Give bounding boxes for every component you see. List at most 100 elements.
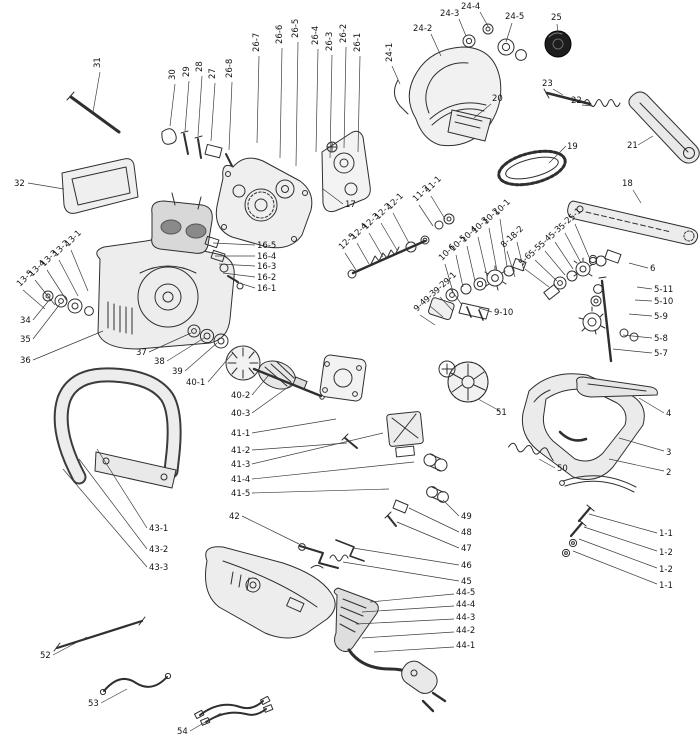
part-label-30: 30 [168,69,178,80]
part-label-36: 36 [20,356,31,366]
leader-line-13-4 [34,279,56,306]
leader-line-22 [581,104,594,107]
part-label-51: 51 [496,408,507,418]
part-motor-housing [96,192,235,350]
leader-line-5-9 [628,313,653,317]
part-label-54: 54 [177,727,188,737]
leader-line-4 [638,397,665,414]
part-hand-guard [576,376,658,398]
part-front-handle [53,367,182,489]
part-bolt-spring [543,88,621,107]
leader-line-27 [210,82,216,142]
leader-line-24-5 [505,22,513,43]
part-label-25: 25 [551,13,562,23]
leader-line-19 [548,145,567,164]
part-sprocket-set [578,249,639,363]
leader-line-54 [189,712,222,732]
part-label-16-2: 16-2 [257,273,276,283]
leader-line-25 [556,23,559,34]
part-label-41-2: 41-2 [231,446,250,456]
part-label-5-7: 5-7 [654,349,668,359]
leader-line-9-4 [419,314,436,326]
leader-line-5-1 [574,223,590,258]
leader-line-12-4 [356,242,370,265]
part-label-40-3: 40-3 [231,409,250,419]
leader-line-13-3 [46,269,68,302]
part-small-bits [434,213,455,230]
leader-line-12-3 [368,232,384,258]
part-label-24-1: 24-1 [385,43,395,62]
leader-line-13-2 [58,259,79,297]
leader-line-26-2 [343,46,347,149]
part-label-21: 21 [627,141,638,151]
part-long-bolt [66,91,121,134]
part-label-50: 50 [557,464,568,474]
leader-line-8-2 [516,241,525,272]
part-label-2: 2 [666,468,671,478]
leader-line-44-1 [373,646,455,653]
leader-line-9-2 [439,296,454,312]
part-label-6: 6 [650,264,655,274]
leader-line-35 [32,303,61,340]
leader-line-18 [632,189,642,204]
part-label-16-4: 16-4 [257,252,276,262]
part-label-29: 29 [182,66,192,77]
part-label-32: 32 [14,179,25,189]
part-label-26-8: 26-8 [225,59,235,78]
part-label-43-3: 43-3 [149,563,168,573]
leader-line-45 [342,561,460,582]
part-label-19: 19 [567,142,578,152]
leader-line-16-3 [218,263,256,267]
leader-line-40-2 [251,375,269,396]
part-label-23: 23 [542,79,553,89]
leader-line-5-11 [636,286,653,290]
part-label-26-6: 26-6 [275,25,285,44]
leader-line-9-1 [449,287,463,306]
part-brake-cover [408,46,502,147]
part-label-1-1: 1-1 [659,529,673,539]
part-cover-bracket [321,79,409,213]
leader-line-52 [52,636,88,656]
part-clutch-bits [543,256,598,301]
part-switch-block [341,411,448,472]
leader-line-1-1 [588,513,658,534]
part-label-1-2: 1-2 [659,565,673,575]
leader-line-10-2 [488,227,498,272]
leader-line-34 [32,298,51,321]
part-gear-housing [215,157,313,249]
part-spring-hook [507,442,637,493]
leader-line-41-3 [251,432,384,465]
part-bearing-plate [319,354,367,402]
part-handle-screws [561,504,595,558]
leader-line-53 [100,688,128,704]
leader-line-13-1 [70,249,89,292]
part-label-41-1: 41-1 [231,429,250,439]
part-label-42: 42 [229,512,240,522]
leader-line-38 [166,337,205,362]
part-label-45: 45 [461,577,472,587]
leader-line-12-5 [344,252,357,271]
leader-line-40-3 [251,384,292,414]
leader-line-5-7 [612,348,653,354]
leader-line-12-2 [380,222,398,251]
leader-line-44-2 [361,631,455,639]
part-label-4: 4 [666,409,671,419]
leader-line-1-1 [572,550,658,585]
part-label-9-10: 9-10 [494,308,513,318]
part-label-40-1: 40-1 [186,378,205,388]
leader-line-23 [552,88,564,96]
leader-line-37 [148,332,192,353]
leader-line-10-1 [499,218,508,268]
leader-line-43-2 [78,458,148,550]
part-rear-handle [521,373,645,480]
leader-line-11-2 [418,204,434,227]
part-fan-wheel [438,360,489,403]
part-label-1-2: 1-2 [659,548,673,558]
leader-line-44-3 [355,618,455,625]
leader-line-11-1 [430,195,446,220]
part-label-49: 49 [461,512,472,522]
part-label-38: 38 [154,357,165,367]
leader-line-8-1 [506,250,516,278]
part-label-16-3: 16-3 [257,262,276,272]
